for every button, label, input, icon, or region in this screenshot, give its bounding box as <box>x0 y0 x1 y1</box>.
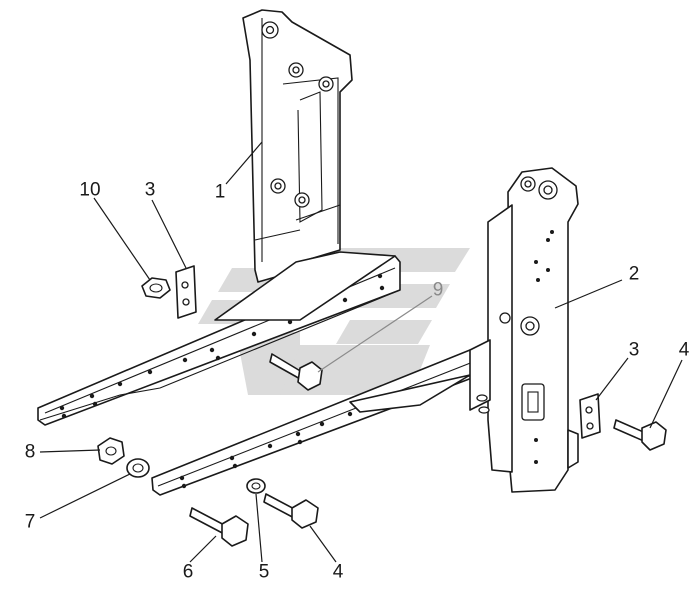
callout-5: 5 <box>258 561 270 583</box>
right-bracket <box>469 167 579 493</box>
callout-6: 6 <box>182 561 194 583</box>
plate-3-right <box>579 393 601 439</box>
washer-7 <box>126 458 150 478</box>
callout-1: 1 <box>214 181 226 203</box>
left-bracket <box>214 9 396 321</box>
bolt-4-right <box>613 419 667 451</box>
callout-3-right: 3 <box>628 339 640 361</box>
nut-8 <box>97 437 125 465</box>
leader-lines <box>39 141 683 563</box>
right-rail-holes <box>179 411 353 489</box>
bolt-6 <box>189 507 249 547</box>
callout-4-right: 4 <box>678 339 690 361</box>
plate-3-left <box>175 265 197 319</box>
left-rail-holes <box>59 273 385 419</box>
callout-2: 2 <box>628 263 640 285</box>
callout-8: 8 <box>24 441 36 463</box>
nut-10 <box>141 277 171 299</box>
bolt-9 <box>269 353 323 391</box>
callout-10: 10 <box>79 179 101 201</box>
callout-3-left: 3 <box>144 179 156 201</box>
bolt-4-bottom <box>263 493 319 529</box>
washer-5 <box>246 478 266 494</box>
callout-9: 9 <box>432 279 444 301</box>
callout-7: 7 <box>24 511 36 533</box>
callout-4-bottom: 4 <box>332 561 344 583</box>
